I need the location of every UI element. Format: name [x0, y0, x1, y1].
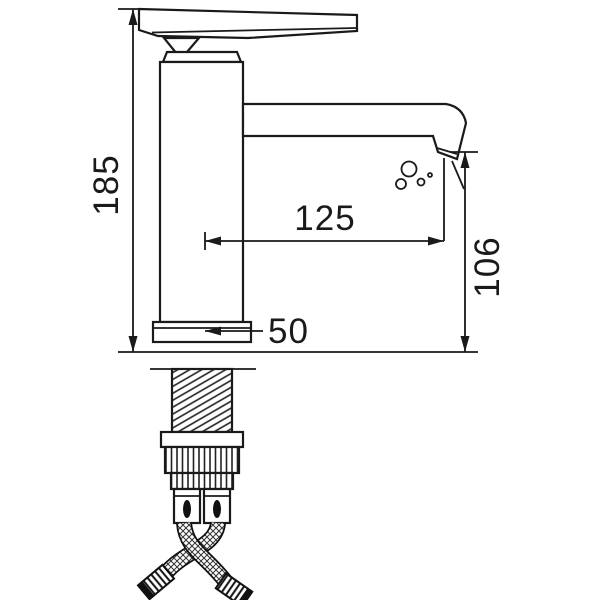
hose-end-nut-right [214, 572, 254, 600]
arrowhead-up [460, 152, 470, 168]
threaded-shank [170, 367, 234, 434]
dimension-spout-reach: 125 [204, 158, 445, 250]
mounting-nut [159, 430, 245, 491]
spout-outline [241, 102, 468, 161]
fitting-slot-right [213, 500, 221, 518]
nut-knurled-band [163, 445, 241, 475]
faucet-spout [241, 102, 468, 190]
water-drop-circle [395, 178, 407, 190]
dim-label-spout-reach: 125 [294, 199, 355, 238]
dim-label-body-width: 50 [268, 312, 309, 351]
water-drop-circle [427, 172, 433, 178]
water-drop-circle [400, 160, 418, 178]
nut-lower-band [169, 471, 235, 491]
water-drop-circle [416, 177, 426, 187]
dimension-spout-height: 106 [450, 151, 507, 352]
supply-hose-left [177, 522, 231, 586]
arrowhead-down [128, 336, 138, 352]
fitting-slot-left [183, 500, 191, 518]
nut-collar-top [159, 430, 245, 449]
supply-hoses [136, 521, 254, 600]
dim-label-overall-height: 185 [87, 154, 126, 215]
dimension-overall-height: 185 [87, 8, 141, 352]
faucet-handle [137, 7, 359, 64]
dimension-body-width: 50 [205, 312, 309, 351]
dim-label-spout-height: 106 [468, 236, 507, 297]
base-flange [151, 320, 253, 344]
handle-lever-outline [137, 7, 359, 40]
cartridge-neck [161, 50, 243, 64]
arrowhead-right [428, 236, 444, 246]
arrowhead-up [128, 9, 138, 25]
dimension-annotations: 185 125 106 50 [87, 8, 507, 352]
handle-lever-joint [161, 36, 202, 61]
water-stream-line [451, 160, 465, 190]
faucet-drawing [118, 7, 478, 600]
hose-end-nut-left [136, 563, 176, 600]
faucet-body [158, 60, 245, 324]
flange-outline [151, 320, 253, 344]
handle-underside-line [151, 27, 357, 34]
arrowhead-left [205, 236, 221, 246]
arrowhead-down [460, 336, 470, 352]
aerator-line [436, 147, 458, 155]
arrowhead-left [205, 326, 221, 336]
